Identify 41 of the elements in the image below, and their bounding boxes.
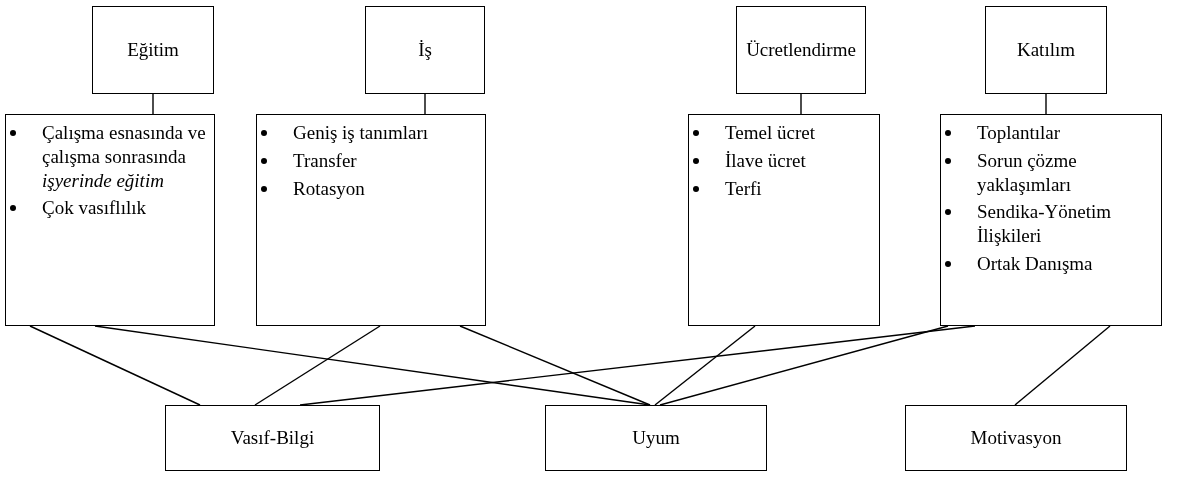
list-box: [256, 114, 486, 326]
connector-line: [800, 93, 802, 115]
list-box: [5, 114, 215, 326]
box-label: İş: [418, 38, 432, 62]
list-item: Sorun çözme yaklaşımları: [977, 148, 1078, 197]
connector-line: [424, 93, 426, 115]
list-item: Toplantılar: [977, 121, 1061, 145]
list-box: [688, 114, 880, 326]
category-box: [736, 6, 866, 94]
connector-line: [254, 325, 381, 406]
list-item: Terfi: [725, 176, 762, 201]
outcome-box: [165, 405, 380, 471]
box-label: Eğitim: [127, 38, 179, 62]
connector-line: [29, 325, 201, 406]
list-box: [940, 114, 1162, 326]
connector-line: [459, 325, 651, 406]
list-item: Temel ücret: [725, 121, 815, 145]
box-label: Ücretlendirme: [746, 38, 856, 62]
connector-line: [654, 325, 756, 406]
box-label: Vasıf-Bilgi: [230, 426, 315, 450]
connector-line: [152, 93, 154, 115]
list-item: Çalışma esnasında ve çalışma sonrasında işyerinde eğitim: [42, 121, 206, 193]
box-label: Katılım: [1016, 38, 1076, 62]
connector-line: [659, 325, 949, 406]
connector-line: [299, 325, 976, 406]
box-label: Uyum: [632, 426, 680, 450]
outcome-box: [905, 405, 1127, 471]
list-item: Çok vasıflılık: [42, 196, 146, 220]
connector-line: [1014, 325, 1111, 406]
list-item: Ortak Danışma: [977, 251, 1093, 276]
connector-line: [1045, 93, 1047, 115]
list-item: Transfer: [293, 148, 357, 173]
list-item: Geniş iş tanımları: [293, 121, 429, 145]
list-item: İlave ücret: [725, 148, 806, 173]
category-box: [92, 6, 214, 94]
box-label: Motivasyon: [970, 426, 1062, 450]
category-box: [365, 6, 485, 94]
category-box: [985, 6, 1107, 94]
list-item: Rotasyon: [293, 176, 365, 201]
list-item: Sendika-Yönetim İlişkileri: [977, 200, 1113, 248]
outcome-box: [545, 405, 767, 471]
